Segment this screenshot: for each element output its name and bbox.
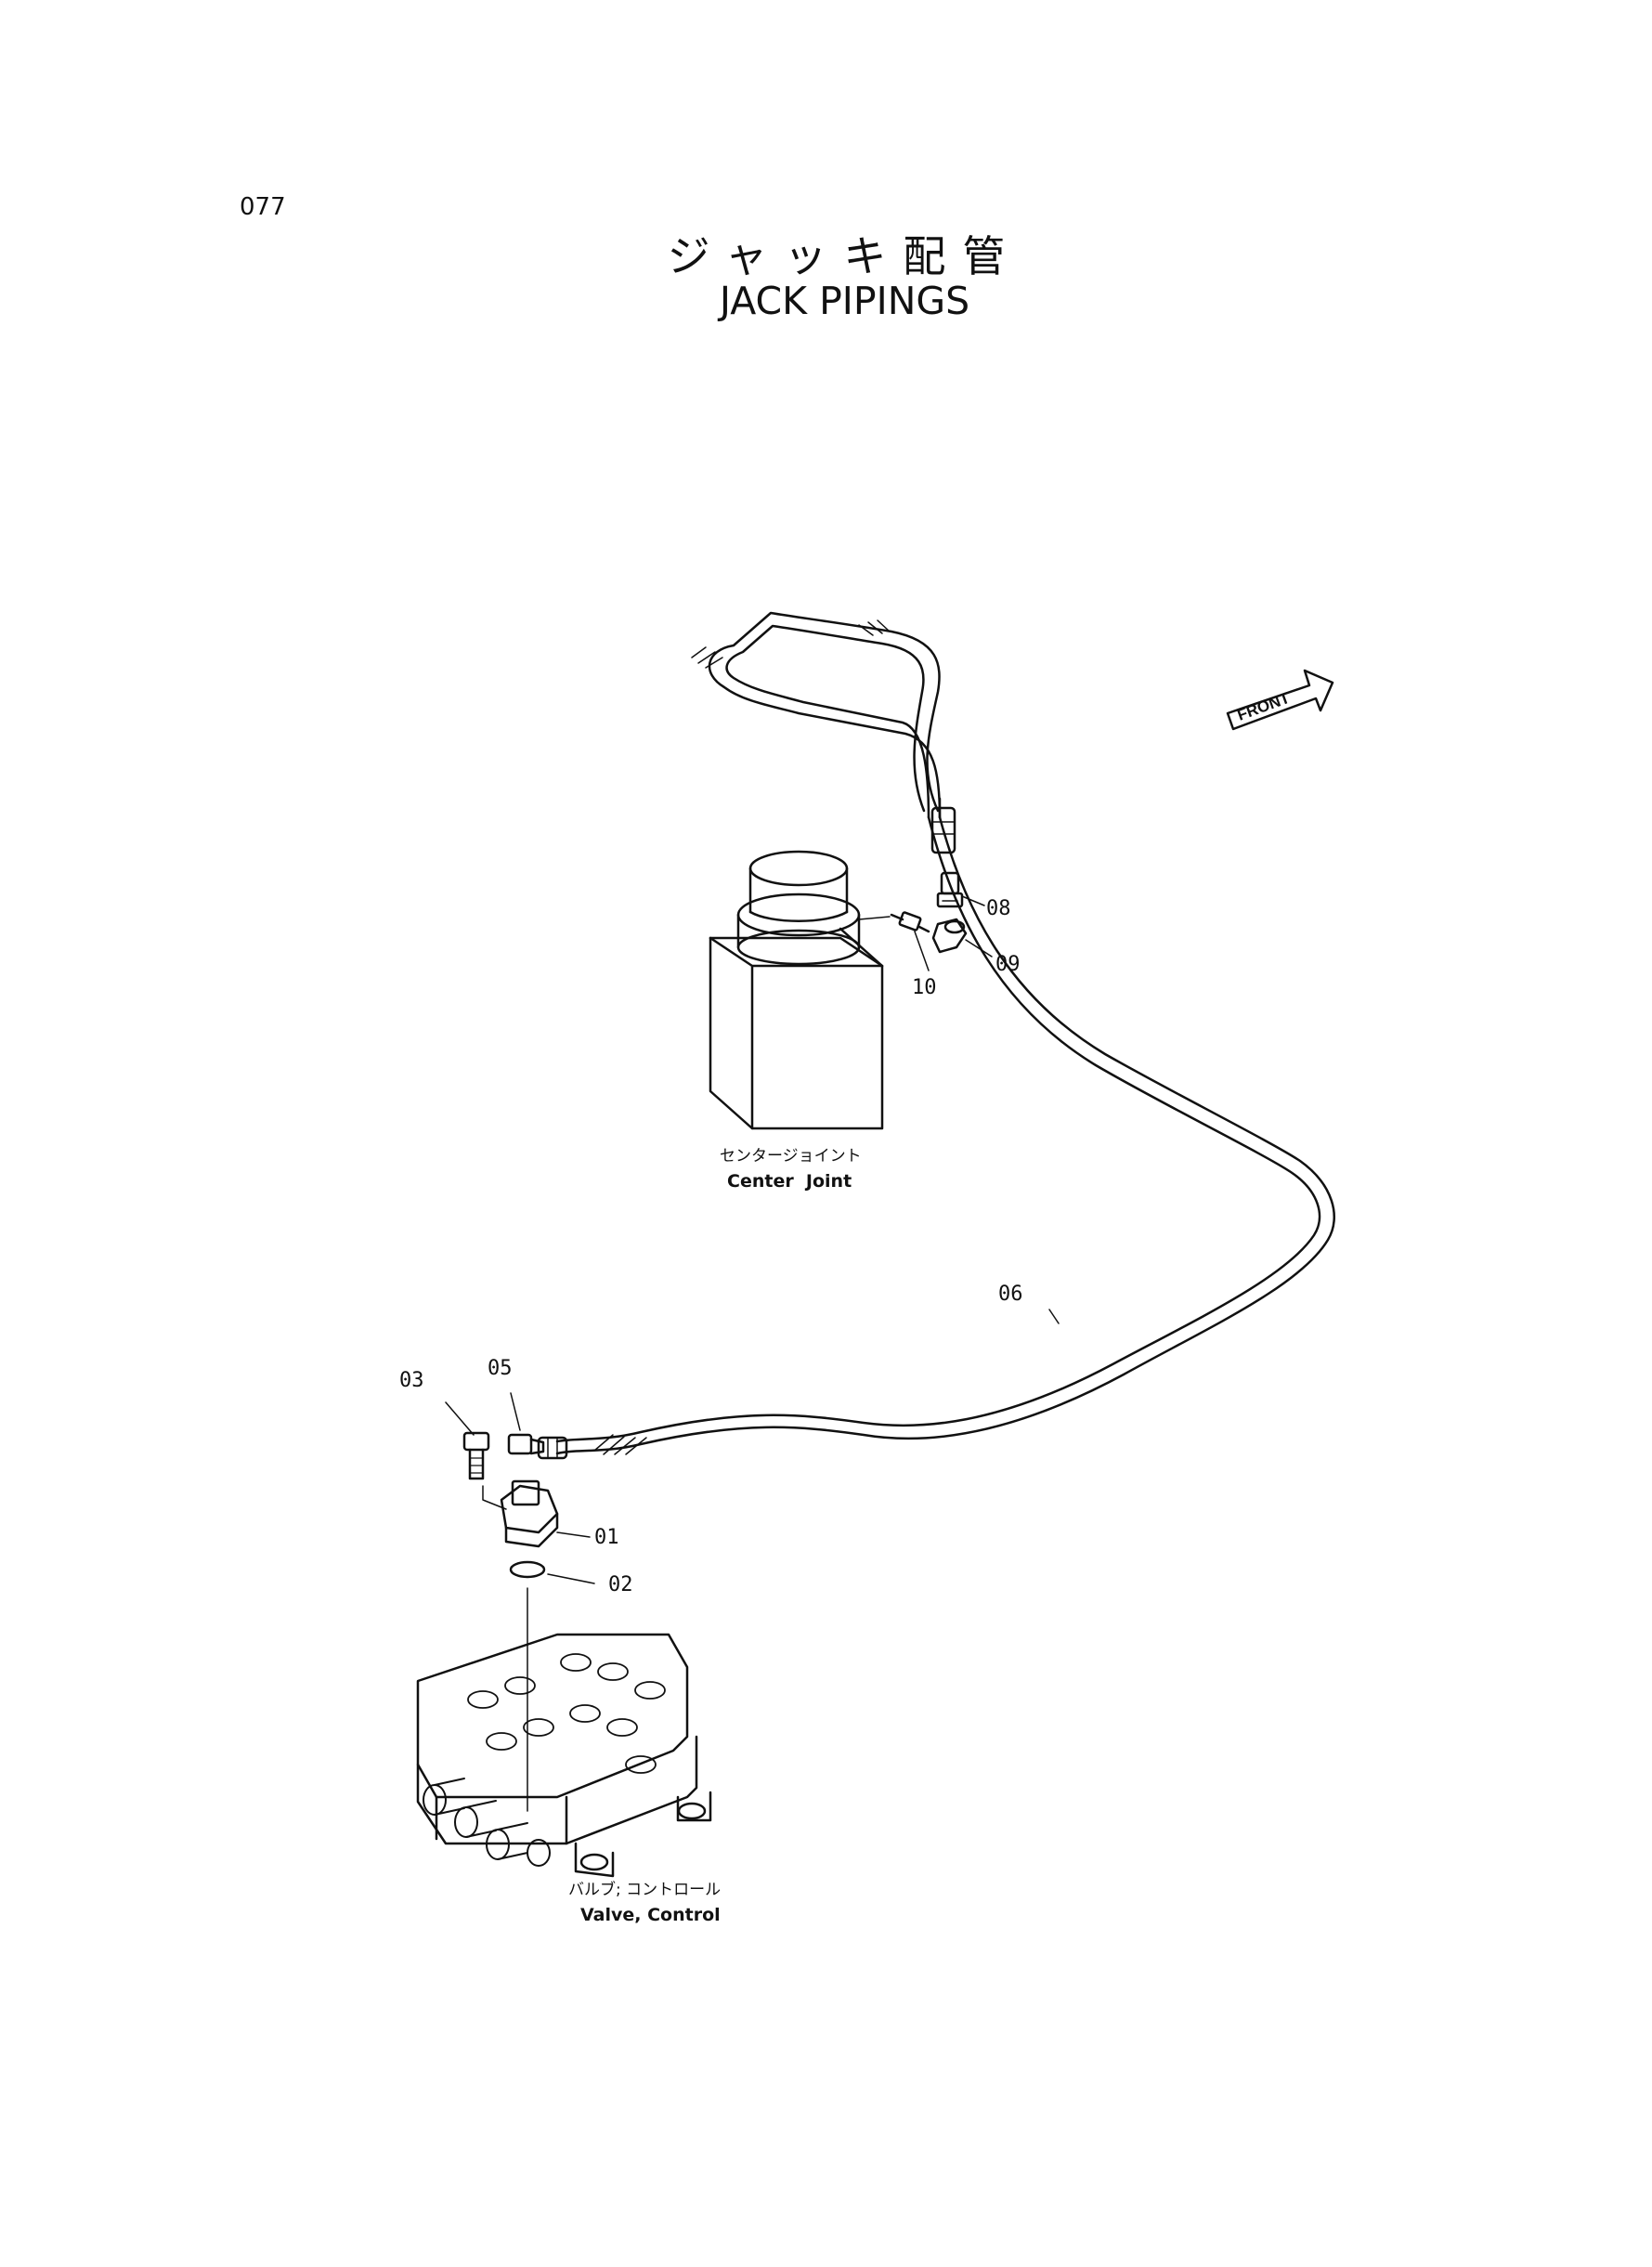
title-english: JACK PIPINGS xyxy=(719,279,970,323)
o-ring-02 xyxy=(509,1560,546,1579)
callout-02: 02 xyxy=(608,1573,633,1596)
elbow-05 xyxy=(507,1433,545,1455)
center-joint-caption-en: Center Joint xyxy=(727,1171,852,1192)
callout-01: 01 xyxy=(594,1526,619,1549)
center-joint xyxy=(709,850,884,1130)
callout-05: 05 xyxy=(488,1357,513,1380)
fitting-10 xyxy=(890,911,930,933)
hose-06 xyxy=(537,611,1335,1460)
title-japanese: ジャッキ配管 xyxy=(667,231,1022,281)
page-number: 077 xyxy=(240,193,286,221)
valve-caption-en: Valve, Control xyxy=(580,1905,721,1925)
callout-09: 09 xyxy=(995,953,1021,976)
callout-10: 10 xyxy=(912,976,937,999)
center-joint-caption-jp: センタージョイント xyxy=(720,1147,862,1166)
flange-01 xyxy=(482,1479,559,1548)
callout-06: 06 xyxy=(998,1283,1023,1306)
bolt-03 xyxy=(462,1431,490,1480)
control-valve xyxy=(416,1633,712,1878)
callout-03: 03 xyxy=(399,1369,424,1392)
fitting-08 xyxy=(936,871,964,908)
valve-caption-jp: バルブ; コントロール xyxy=(568,1880,721,1899)
front-arrow-icon xyxy=(1226,669,1334,731)
callout-08: 08 xyxy=(986,897,1011,920)
fitting-09 xyxy=(931,918,968,954)
